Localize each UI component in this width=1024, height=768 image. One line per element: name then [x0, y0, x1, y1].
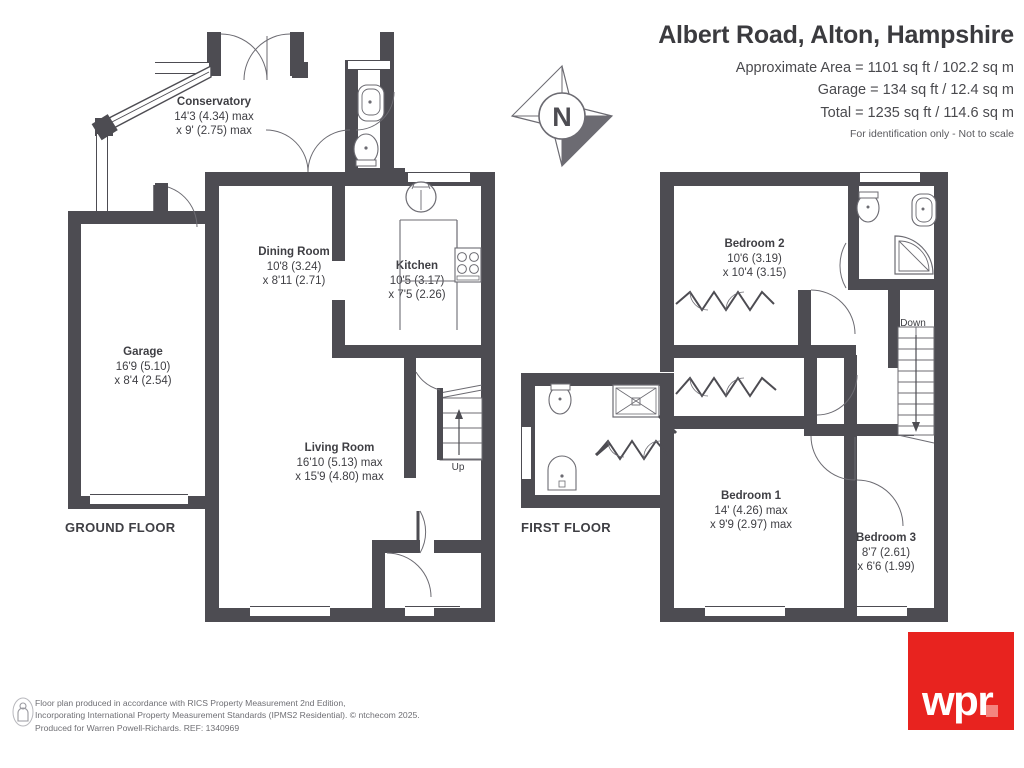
window-kitchen-top: [408, 172, 470, 183]
wall-bedroom3-left: [844, 436, 857, 622]
stair-direction-up: Up: [451, 462, 465, 473]
room-label-bedroom1: Bedroom 1 14' (4.26) max x 9'9 (2.97) ma…: [693, 489, 809, 533]
wall-landing-left: [798, 290, 811, 358]
window-conservatory-left: [96, 134, 108, 212]
kitchen-name: Kitchen: [395, 260, 439, 272]
wall-ensuite-bottom: [848, 279, 948, 290]
bedroom3-name: Bedroom 3: [855, 532, 917, 544]
wall-porch-base: [434, 608, 482, 622]
bedroom2-dim-2: x 10'4 (3.15): [722, 267, 787, 280]
page-title: Albert Road, Alton, Hampshire: [658, 21, 1014, 49]
room-label-bedroom2: Bedroom 2 10'6 (3.19) x 10'4 (3.15): [697, 237, 812, 281]
wall-main-left: [205, 172, 219, 622]
wall-wc-right: [380, 76, 394, 180]
wall-bath-bottom: [521, 495, 674, 508]
person-icon: [12, 697, 34, 727]
approximate-area-text: Approximate Area = 1101 sq ft / 102.2 sq…: [735, 59, 1014, 76]
wpr-logo-text: wpr: [922, 677, 994, 724]
wall-wc-left: [345, 60, 358, 178]
window-livingroom-front: [250, 606, 330, 617]
room-label-living: Living Room 16'10 (5.13) max x 15'9 (4.8…: [272, 441, 407, 485]
footer-line-1: Floor plan produced in accordance with R…: [35, 698, 346, 708]
living-name: Living Room: [304, 442, 375, 454]
wall-hall-porch-top: [372, 540, 420, 553]
window-bathroom-side: [521, 427, 532, 479]
dining-name: Dining Room: [258, 246, 330, 258]
compass-rose-icon: N: [508, 62, 616, 170]
living-dim-1: 16'10 (5.13) max: [296, 456, 383, 469]
wall-bedroom2-bottom: [660, 345, 856, 358]
wpr-logo-dot: [986, 705, 998, 717]
wall-bath-top: [521, 373, 674, 386]
total-area-text: Total = 1235 sq ft / 114.6 sq m: [820, 104, 1014, 121]
wall-conservatory-top: [207, 32, 221, 76]
wall-ensuite-left: [848, 186, 859, 290]
room-label-bedroom3: Bedroom 3 8'7 (2.61) x 6'6 (1.99): [838, 531, 934, 575]
wall-hall-porch-left: [372, 540, 385, 622]
room-label-garage: Garage 16'9 (5.10) x 8'4 (2.54): [88, 345, 198, 389]
footer-credits: Floor plan produced in accordance with R…: [35, 697, 420, 734]
bedroom1-dim-2: x 9'9 (2.97) max: [709, 519, 793, 532]
kitchen-dim-2: x 7'5 (2.26): [388, 289, 446, 302]
wall-main-right: [481, 172, 495, 622]
garage-area-text: Garage = 134 sq ft / 12.4 sq m: [817, 82, 1014, 99]
footer-line-2: Incorporating International Property Mea…: [35, 710, 420, 721]
conservatory-dim-1: 14'3 (4.34) max: [174, 110, 254, 123]
ground-floor-label: GROUND FLOOR: [65, 520, 176, 535]
living-dim-2: x 15'9 (4.80) max: [295, 471, 384, 484]
wall-cupboard-right: [844, 355, 857, 435]
area-summary: Approximate Area = 1101 sq ft / 102.2 sq…: [454, 58, 1014, 124]
conservatory-dim-2: x 9' (2.75) max: [176, 125, 252, 138]
bedroom3-dim-2: x 6'6 (1.99): [857, 561, 915, 574]
kitchen-dim-1: 10'5 (3.17): [389, 274, 445, 287]
wall-dining-living-divider: [332, 345, 495, 358]
window-bedroom2-rear: [860, 172, 920, 183]
window-conservatory-top: [155, 62, 209, 74]
wall-garage-left: [68, 211, 81, 509]
garage-dim-2: x 8'4 (2.54): [114, 375, 172, 388]
bedroom3-dim-1: 8'7 (2.61): [861, 546, 911, 559]
disclaimer-text: For identification only - Not to scale: [850, 128, 1014, 141]
wall-conservatory-topright: [290, 32, 304, 76]
wall-ff-left-upper: [660, 172, 674, 372]
window-wc-top: [348, 60, 390, 70]
window-hall-front: [405, 606, 460, 617]
wall-hall-porch-right: [434, 540, 482, 553]
room-label-conservatory: Conservatory 14'3 (4.34) max x 9' (2.75)…: [150, 95, 278, 139]
wall-dining-kitchen-divider: [332, 186, 345, 261]
bedroom1-name: Bedroom 1: [720, 490, 782, 502]
wall-wc-bottom: [345, 168, 405, 180]
garage-name: Garage: [123, 346, 163, 358]
footer-line-3: Produced for Warren Powell-Richards. REF…: [35, 722, 240, 733]
room-label-kitchen: Kitchen 10'5 (3.17) x 7'5 (2.26): [362, 259, 472, 303]
wall-hall-left: [404, 358, 416, 478]
wall-bedroom1-top: [660, 416, 804, 429]
room-label-dining: Dining Room 10'8 (3.24) x 8'11 (2.71): [235, 245, 353, 289]
garage-dim-1: 16'9 (5.10): [115, 360, 171, 373]
first-floor-label: FIRST FLOOR: [521, 520, 611, 535]
bedroom2-dim-1: 10'6 (3.19): [727, 252, 782, 265]
bedroom2-name: Bedroom 2: [724, 238, 785, 250]
stair-direction-down: Down: [900, 318, 926, 329]
wall-ff-left-lower: [660, 373, 674, 622]
compass-north-letter: N: [552, 102, 572, 132]
window-bedroom3-front: [845, 606, 907, 617]
wall-garage-top: [68, 211, 218, 224]
bedroom1-dim-1: 14' (4.26) max: [714, 504, 788, 517]
dining-dim-1: 10'8 (3.24): [266, 260, 322, 273]
conservatory-name: Conservatory: [176, 96, 252, 108]
window-garage-front: [90, 494, 188, 505]
wpr-logo: wpr: [908, 632, 1014, 730]
window-bedroom1-front: [705, 606, 785, 617]
wall-cupboard-bottom: [804, 424, 914, 436]
wall-dining-kitchen-divider-lower: [332, 300, 345, 358]
wall-cupboard-left: [804, 355, 817, 435]
wall-ff-right: [934, 172, 948, 622]
wall-stair-left: [888, 290, 900, 368]
dining-dim-2: x 8'11 (2.71): [262, 275, 326, 288]
plan-header: Albert Road, Alton, Hampshire Approximat…: [454, 21, 1014, 141]
